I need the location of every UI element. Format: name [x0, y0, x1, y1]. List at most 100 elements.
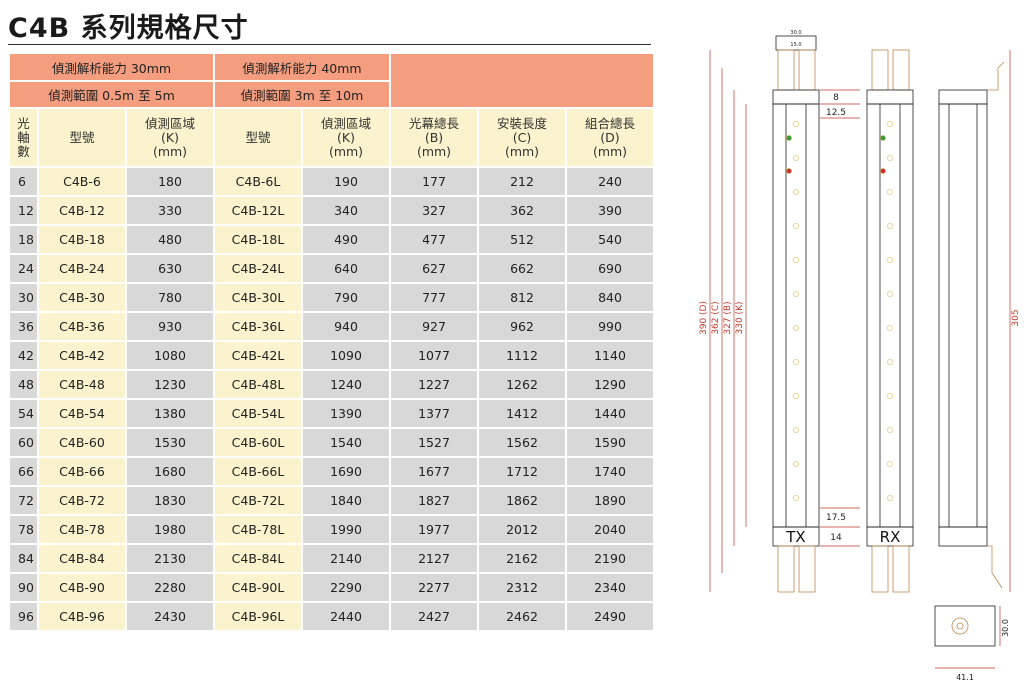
cell-model-l: C4B-36L [215, 313, 301, 340]
cell-axes: 42 [10, 342, 37, 369]
cell-model-l: C4B-96L [215, 603, 301, 630]
tx-status-led-red [786, 168, 792, 174]
dim-305: 305 [1011, 309, 1021, 326]
col-total-header: 組合總長(D)(mm) [567, 109, 653, 166]
rx-status-led-green [880, 135, 886, 141]
cell-mount: 1112 [479, 342, 565, 369]
dim-14: 14 [830, 533, 842, 543]
tx-top-plate [772, 89, 820, 105]
col-axes-header: 光軸數 [10, 109, 37, 166]
cell-model: C4B-18 [39, 226, 125, 253]
dim-k: 330 (K) [735, 302, 745, 335]
cell-curtain: 1377 [391, 400, 477, 427]
rx-bracket-bottom-left [871, 545, 889, 593]
tx-bottom-plate [772, 526, 820, 547]
tx-led [793, 461, 799, 467]
cell-area: 930 [127, 313, 213, 340]
cell-mount: 2012 [479, 516, 565, 543]
cell-total: 1290 [567, 371, 653, 398]
cell-model-l: C4B-12L [215, 197, 301, 224]
cell-area-l: 1540 [303, 429, 389, 456]
cell-axes: 78 [10, 516, 37, 543]
cell-model-l: C4B-72L [215, 487, 301, 514]
page-title: C4B 系列規格尺寸 [8, 13, 249, 44]
cell-area-l: 340 [303, 197, 389, 224]
cell-area-l: 2440 [303, 603, 389, 630]
cell-axes: 48 [10, 371, 37, 398]
cell-curtain: 927 [391, 313, 477, 340]
cell-model-l: C4B-90L [215, 574, 301, 601]
dim-41-1: 41.1 [956, 673, 974, 682]
rx-led [887, 155, 893, 161]
cell-mount: 1712 [479, 458, 565, 485]
cell-model: C4B-24 [39, 255, 125, 282]
header-blank [391, 54, 653, 107]
cell-axes: 84 [10, 545, 37, 572]
cell-axes: 60 [10, 429, 37, 456]
cell-area-l: 1390 [303, 400, 389, 427]
dim-8: 8 [833, 93, 839, 103]
cell-axes: 24 [10, 255, 37, 282]
title-divider [8, 44, 651, 45]
dim-top-width: 30.0 [790, 30, 801, 36]
side-bottom-plate [938, 526, 988, 547]
col-area-l-header: 偵測區域(K)(mm) [303, 109, 389, 166]
cell-area: 1080 [127, 342, 213, 369]
rx-led [887, 223, 893, 229]
cell-model-l: C4B-54L [215, 400, 301, 427]
cell-area: 1230 [127, 371, 213, 398]
tx-led [793, 121, 799, 127]
dim-c: 362 (C) [711, 301, 721, 334]
cell-model: C4B-84 [39, 545, 125, 572]
rx-led [887, 325, 893, 331]
tx-led [793, 291, 799, 297]
cell-mount: 812 [479, 284, 565, 311]
cell-area-l: 190 [303, 168, 389, 195]
cell-area-l: 2140 [303, 545, 389, 572]
cell-model: C4B-42 [39, 342, 125, 369]
cell-model: C4B-54 [39, 400, 125, 427]
tx-bracket-top-left [777, 49, 795, 91]
cell-axes: 36 [10, 313, 37, 340]
cell-curtain: 177 [391, 168, 477, 195]
cell-curtain: 627 [391, 255, 477, 282]
side-top-bracket [987, 61, 1005, 91]
cell-area-l: 1690 [303, 458, 389, 485]
side-body [938, 103, 988, 528]
cell-total: 690 [567, 255, 653, 282]
cell-total: 1590 [567, 429, 653, 456]
cell-area-l: 1990 [303, 516, 389, 543]
spec-table: 偵測解析能力 30mm 偵測解析能力 40mm 偵測範圍 0.5m 至 5m 偵… [8, 52, 655, 632]
cell-model: C4B-30 [39, 284, 125, 311]
side-top-plate [938, 89, 988, 105]
cell-axes: 30 [10, 284, 37, 311]
header-range-40: 偵測範圍 3m 至 10m [215, 82, 389, 107]
cell-area: 1680 [127, 458, 213, 485]
cell-area: 2130 [127, 545, 213, 572]
cell-model: C4B-72 [39, 487, 125, 514]
cell-total: 540 [567, 226, 653, 253]
cell-mount: 662 [479, 255, 565, 282]
rx-bracket-top-right [892, 49, 910, 91]
cell-model-l: C4B-18L [215, 226, 301, 253]
tx-led [793, 359, 799, 365]
dim-b: 327 (B) [723, 301, 733, 334]
rx-led [887, 257, 893, 263]
col-area-header: 偵測區域(K)(mm) [127, 109, 213, 166]
led-column [786, 121, 893, 501]
tx-led [793, 393, 799, 399]
rx-led [887, 461, 893, 467]
tx-bracket-top-right [798, 49, 816, 91]
cell-model-l: C4B-78L [215, 516, 301, 543]
tx-status-led-green [786, 135, 792, 141]
cell-model-l: C4B-48L [215, 371, 301, 398]
cell-total: 990 [567, 313, 653, 340]
cell-area: 630 [127, 255, 213, 282]
cell-model-l: C4B-6L [215, 168, 301, 195]
cell-area-l: 1240 [303, 371, 389, 398]
cell-total: 840 [567, 284, 653, 311]
